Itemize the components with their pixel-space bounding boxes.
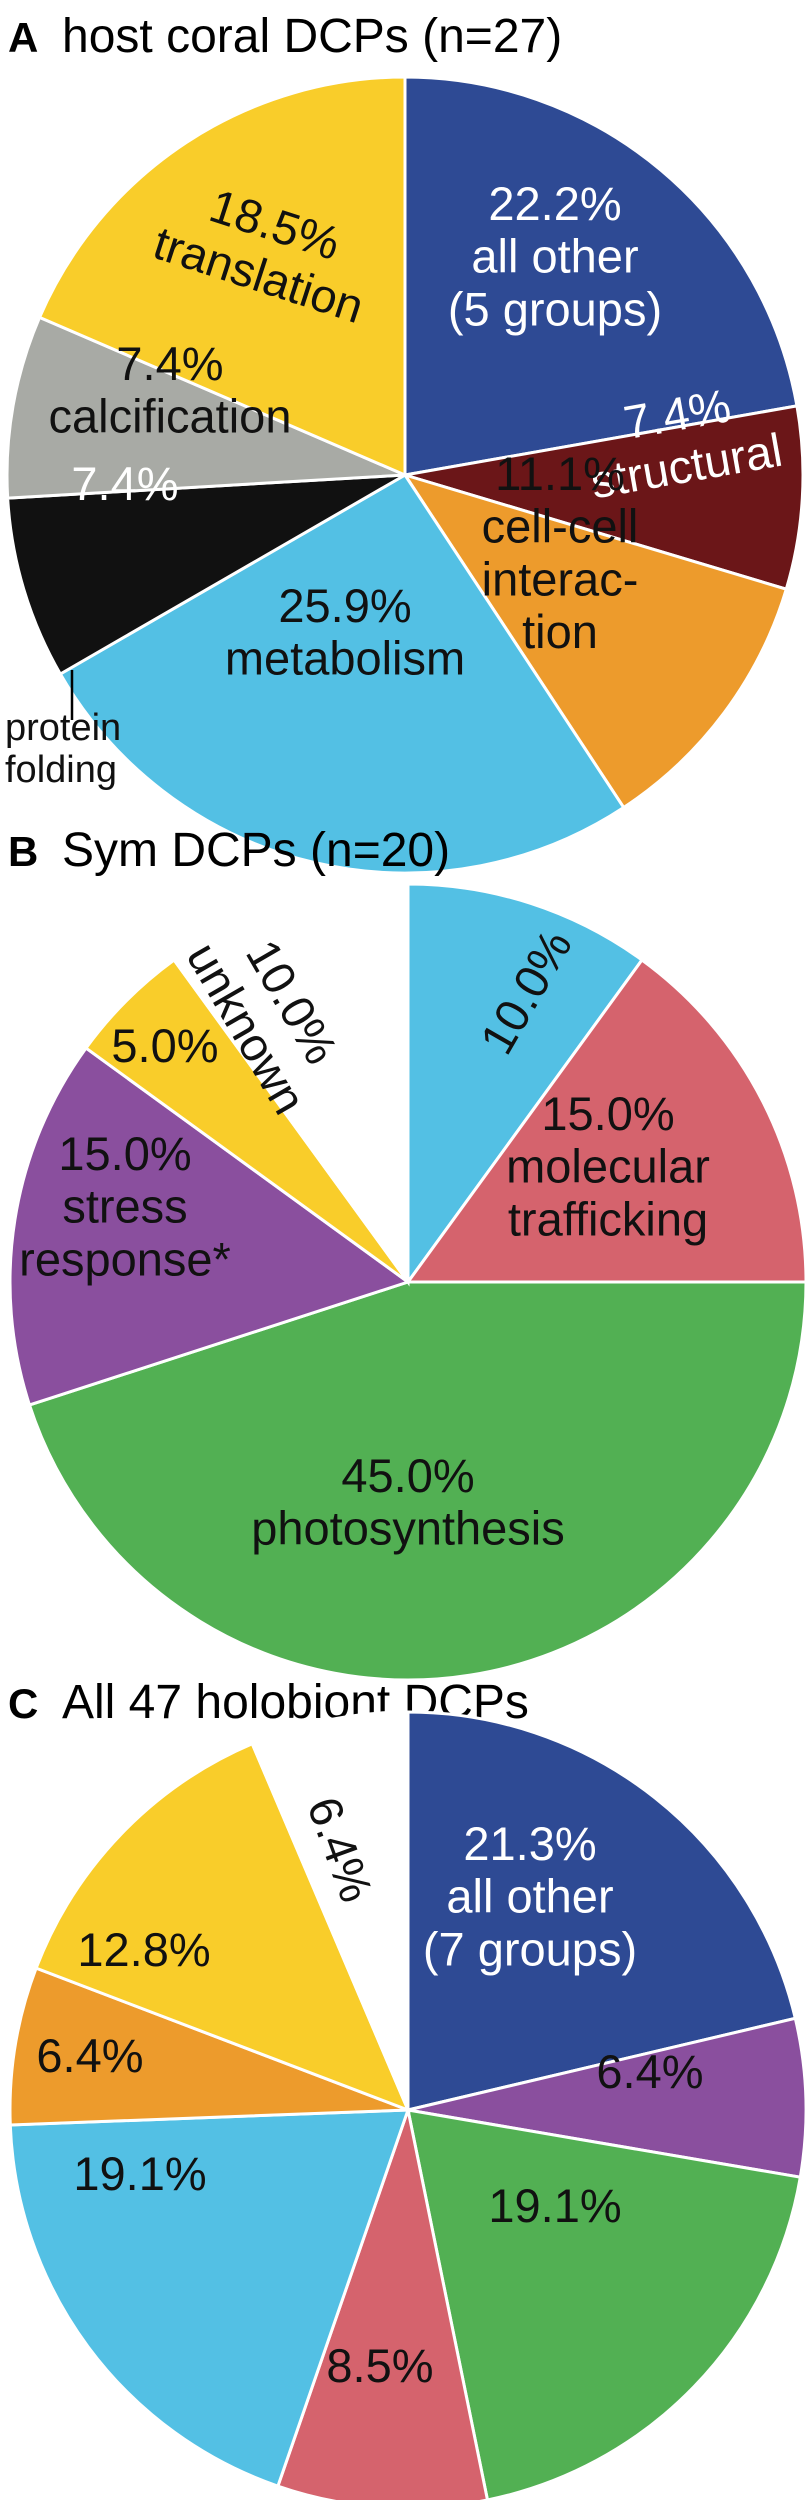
slice-label: 8.5% <box>326 2339 433 2392</box>
pie-slice <box>8 2108 411 2489</box>
pie-slice <box>5 315 406 500</box>
pie-slice <box>8 1045 412 1407</box>
pie-slice <box>171 882 410 1287</box>
chart-title-b: Sym DCPs (n=20) <box>62 824 450 877</box>
pie-slice <box>250 1710 410 2111</box>
pie-chart-host-coral: 22.2%all other(5 groups)7.4%structural11… <box>5 75 805 875</box>
slice-label: 45.0%photosynthesis <box>251 1449 565 1555</box>
pie-slice <box>34 1741 411 2113</box>
pie-slice <box>401 472 789 810</box>
pie-slice <box>37 75 407 478</box>
pie-slice <box>8 1966 409 2127</box>
slice-label: 19.1% <box>488 2179 621 2232</box>
panel-label-b: B <box>8 828 38 875</box>
pie-slice <box>404 404 805 592</box>
slice-label: 5.0% <box>111 1019 218 1072</box>
chart-title-a: host coral DCPs (n=27) <box>62 10 562 63</box>
pie-slice <box>406 882 645 1287</box>
panel-label-c: C <box>8 1680 38 1727</box>
pie-slice <box>403 75 799 477</box>
slice-label: 7.4%calcification <box>49 337 292 443</box>
pie-slice <box>406 1710 798 2112</box>
pie-slice <box>6 473 406 677</box>
pie-slice <box>58 472 626 875</box>
slice-label: 12.8% <box>77 1923 210 1976</box>
pie-slice <box>405 957 808 1284</box>
pie-slice <box>406 2108 803 2502</box>
slice-label: 6.4% <box>596 2045 703 2098</box>
pie-slice <box>27 1280 808 1682</box>
slice-label: 25.9%metabolism <box>225 579 465 685</box>
slice-label: 6.4% <box>36 2029 143 2082</box>
slice-label: 7.4% <box>71 457 178 510</box>
panel-label-a: A <box>8 14 38 61</box>
slice-label: 19.1% <box>73 2147 206 2200</box>
slice-label: 22.2%all other(5 groups) <box>448 177 662 335</box>
pie-chart-holobiont: 21.3%all other(7 groups) 6.4% 19.1% 8.5% 19.… <box>8 1710 808 2505</box>
pie-slice <box>407 2016 808 2179</box>
slice-label: 21.3%all other(7 groups) <box>423 1817 637 1975</box>
